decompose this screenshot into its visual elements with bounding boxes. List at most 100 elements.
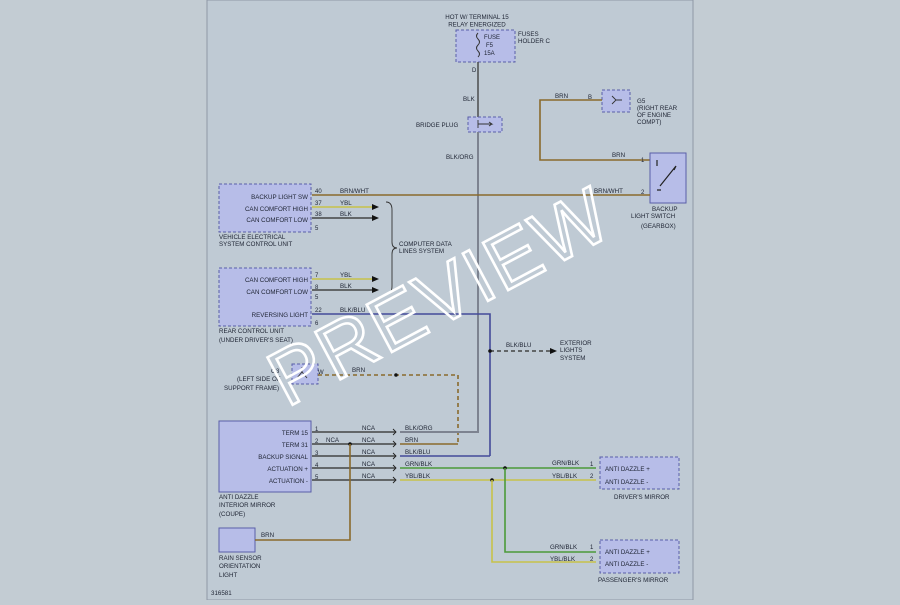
pin-vecu-38: 38 xyxy=(315,212,322,218)
fuse-holder[interactable] xyxy=(455,29,516,63)
pin-passenger-1: 1 xyxy=(590,545,594,551)
wire-label-ybl-blk-driver: YBL/BLK xyxy=(552,473,578,480)
driver-item-2: ANTI DAZZLE - xyxy=(605,479,648,486)
rear-control-unit[interactable] xyxy=(218,267,312,327)
wire-label-nca-5: NCA xyxy=(362,473,376,480)
pin-mirror-5: 5 xyxy=(315,475,319,481)
rain-label-3: LIGHT xyxy=(219,572,237,579)
wire-label-ybl-1: YBL xyxy=(340,200,352,207)
pin-driver-2: 2 xyxy=(590,474,594,480)
mirror-name-3: (COUPE) xyxy=(219,511,245,518)
arrow-blk-rcu-icon xyxy=(372,287,379,293)
pin-passenger-2: 2 xyxy=(590,557,594,563)
wire-label-grn-blk-pass: GRN/BLK xyxy=(550,544,578,551)
cdl-label-2: LINES SYSTEM xyxy=(399,248,444,255)
wire-label-brn-wht-right: BRN/WHT xyxy=(594,188,623,195)
rain-sensor-orientation-light[interactable] xyxy=(218,527,256,553)
ground-g5-connector[interactable] xyxy=(601,89,631,113)
rcu-item-1: CAN COMFORT HIGH xyxy=(245,277,308,284)
pin-rcu-6: 6 xyxy=(315,321,319,327)
pin-rcu-5: 5 xyxy=(315,295,319,301)
g3-label-3: SUPPORT FRAME) xyxy=(224,385,279,392)
fuse-icon xyxy=(476,32,480,58)
header-line-1: HOT W/ TERMINAL 15 xyxy=(445,14,509,21)
mirror-item-5: ACTUATION - xyxy=(269,478,308,485)
pin-driver-1: 1 xyxy=(590,462,594,468)
arrow-ybl-rcu-icon xyxy=(372,276,379,282)
exterior-label-3: SYSTEM xyxy=(560,355,585,362)
fuse-holder-label-2: HOLDER C xyxy=(518,38,551,45)
wire-label-blk-2: BLK xyxy=(340,283,353,290)
wire-brn-g5-switch xyxy=(539,99,650,161)
wire-label-grn-blk-mirror: GRN/BLK xyxy=(405,461,433,468)
header-line-2: RELAY ENERGIZED xyxy=(448,22,506,29)
rain-label-2: ORIENTATION xyxy=(219,563,260,570)
mirror-item-4: ACTUATION + xyxy=(267,466,308,473)
backup-light-switch[interactable] xyxy=(649,152,687,204)
pin-g3-w: W xyxy=(318,370,324,376)
driver-name: DRIVER'S MIRROR xyxy=(614,494,670,501)
wire-label-blk-blu-mirror: BLK/BLU xyxy=(405,449,430,456)
ground-g3-icon xyxy=(296,367,308,379)
mirror-item-2: TERM 31 xyxy=(282,442,309,449)
wire-label-nca-3: NCA xyxy=(362,449,376,456)
wire-label-blk-blu-1: BLK/BLU xyxy=(340,307,365,314)
pin-rcu-22: 22 xyxy=(315,308,322,314)
wire-label-blk-org-vertical: BLK/ORG xyxy=(446,154,474,161)
vecu-name-1: VEHICLE ELECTRICAL xyxy=(219,234,286,241)
g3-label-1: G3 xyxy=(271,368,280,375)
wire-ybl-blk-passenger xyxy=(491,480,596,563)
exterior-label-2: LIGHTS xyxy=(560,347,582,354)
rcu-item-3: REVERSING LIGHT xyxy=(252,312,309,319)
arrow-exterior-icon xyxy=(550,348,557,354)
passenger-item-1: ANTI DAZZLE + xyxy=(605,549,650,556)
bridge-plug[interactable] xyxy=(467,116,503,133)
wire-label-ybl-blk-mirror: YBL/BLK xyxy=(405,473,431,480)
arrow-blk-vecu-icon xyxy=(372,215,379,221)
passengers-mirror[interactable] xyxy=(599,539,680,574)
switch-label-2: LIGHT SWITCH xyxy=(631,213,675,220)
switch-contact-icon xyxy=(656,160,677,191)
wire-label-ybl-2: YBL xyxy=(340,272,352,279)
fuse-number: F5 xyxy=(486,43,494,49)
wire-brn-rain xyxy=(255,444,351,541)
pin-vecu-40: 40 xyxy=(315,189,322,195)
wire-label-brn-wht-left: BRN/WHT xyxy=(340,188,369,195)
pin-vecu-5: 5 xyxy=(315,226,319,232)
wire-blk-org-mirror xyxy=(400,428,479,433)
data-lines-brace xyxy=(385,201,398,295)
pin-switch-2: 2 xyxy=(641,190,645,196)
mirror-name-2: INTERIOR MIRROR xyxy=(219,502,276,509)
rcu-name-2: (UNDER DRIVER'S SEAT) xyxy=(219,337,293,344)
switch-label-1: BACKUP xyxy=(652,206,677,213)
exterior-label-1: EXTERIOR xyxy=(560,340,592,347)
passenger-name: PASSENGER'S MIRROR xyxy=(598,577,669,584)
figure-id: 316581 xyxy=(211,590,232,597)
fuse-rating: 15A xyxy=(484,51,495,57)
wire-label-grn-blk-driver: GRN/BLK xyxy=(552,460,580,467)
wire-label-blk-top: BLK xyxy=(463,96,476,103)
drivers-mirror[interactable] xyxy=(599,456,680,490)
wire-label-nca-1: NCA xyxy=(362,425,376,432)
mirror-name-1: ANTI DAZZLE xyxy=(219,494,259,501)
fuse-holder-label-1: FUSES xyxy=(518,31,539,38)
splice-exterior xyxy=(488,349,492,353)
rcu-item-2: CAN COMFORT LOW xyxy=(246,289,308,296)
vecu-item-1: BACKUP LIGHT SW xyxy=(251,194,308,201)
vehicle-electrical-control-unit[interactable] xyxy=(218,183,312,233)
g5-label-3: OF ENGINE xyxy=(637,112,671,119)
fuse-pin-d: D xyxy=(472,68,477,74)
wire-label-brn-switch: BRN xyxy=(612,152,625,159)
ground-g3-connector[interactable] xyxy=(291,363,319,385)
splice-g3 xyxy=(394,373,398,377)
wire-label-brn-mirror: BRN xyxy=(405,437,418,444)
wire-label-brn-g3: BRN xyxy=(352,367,365,374)
driver-item-1: ANTI DAZZLE + xyxy=(605,466,650,473)
pin-mirror-1: 1 xyxy=(315,427,319,433)
pin-g5-b: B xyxy=(588,95,592,101)
cdl-label-1: COMPUTER DATA xyxy=(399,241,453,248)
pin-vecu-37: 37 xyxy=(315,201,322,207)
anti-dazzle-interior-mirror[interactable] xyxy=(218,420,312,493)
switch-label-3: (GEARBOX) xyxy=(641,223,676,230)
